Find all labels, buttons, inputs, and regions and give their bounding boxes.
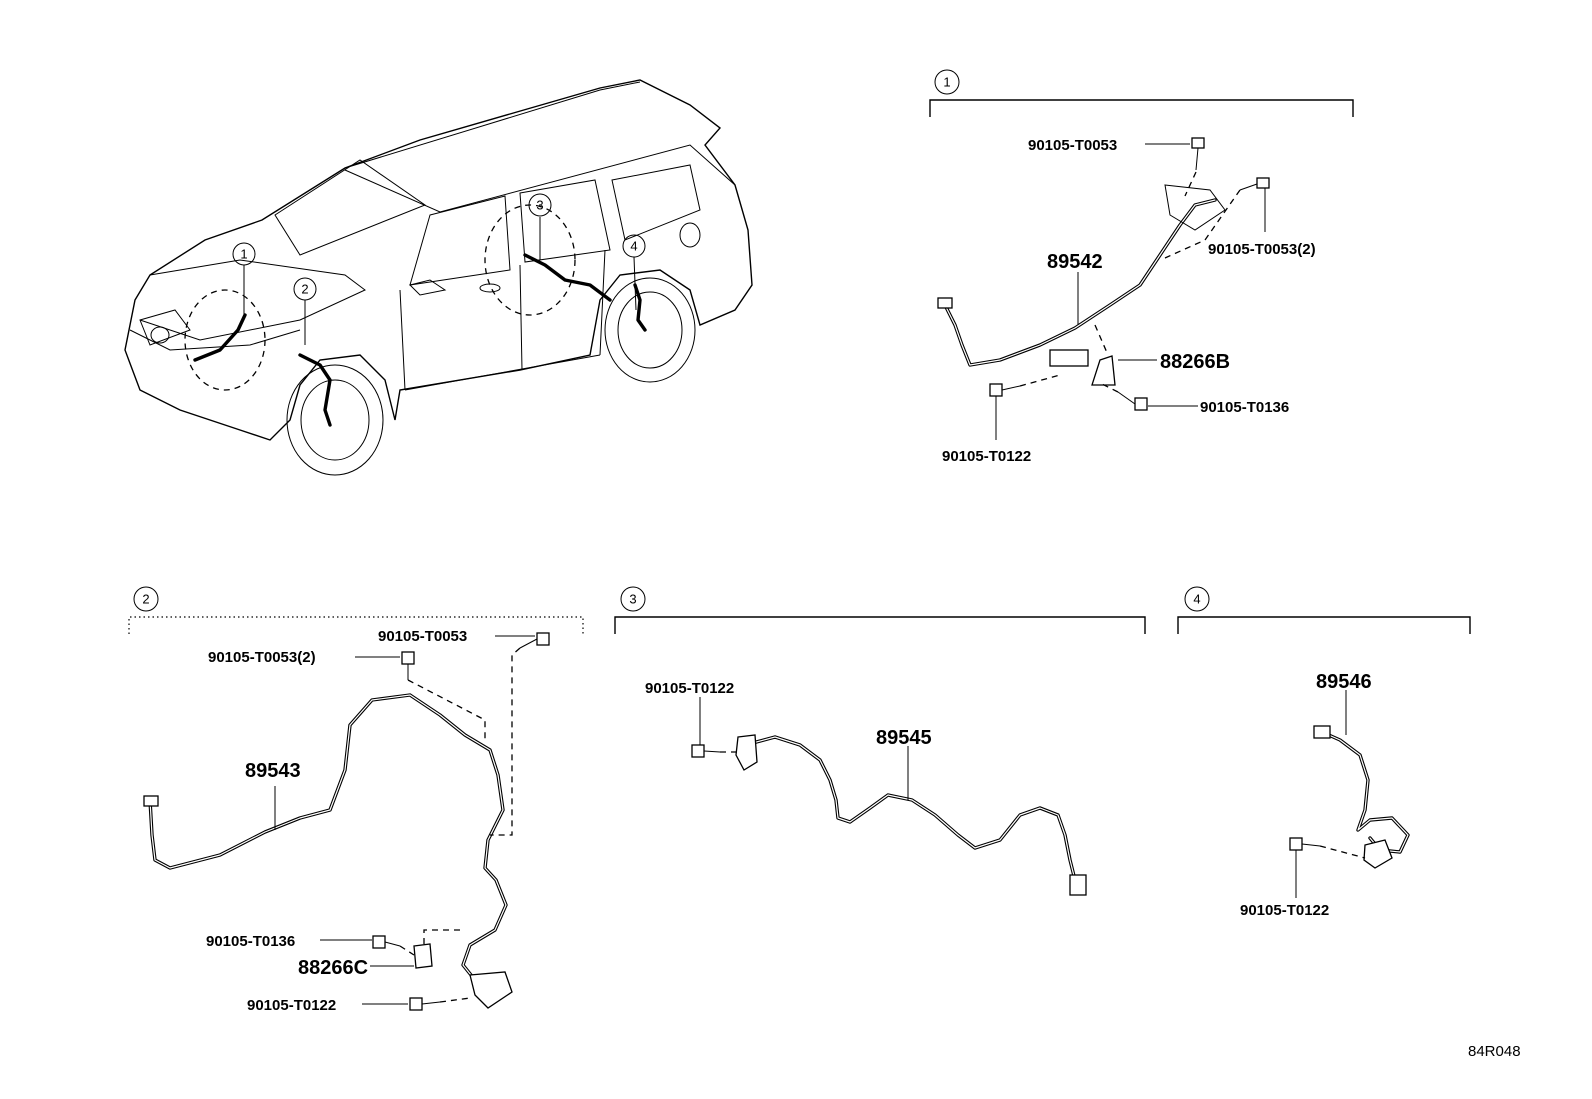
bolt-icon	[519, 632, 550, 649]
figure-code: 84R048	[1468, 1043, 1521, 1060]
callout-number: 3	[536, 198, 543, 213]
bolt-icon	[1239, 177, 1270, 191]
part-ref-90105-T0136: 90105-T0136	[206, 933, 295, 950]
sensor-body	[469, 971, 513, 1009]
bolt-icon	[989, 383, 1021, 397]
part-ref-90105-T0053: 90105-T0053	[378, 628, 467, 645]
part-ref-88266B: 88266B	[1160, 351, 1230, 373]
group-number-badge	[133, 586, 159, 612]
sensor-wire-89545	[743, 735, 1082, 892]
group-4: 4 89546 90105-T0122	[1177, 586, 1471, 919]
sensor-body	[1363, 839, 1393, 869]
overview-callout-2: 2	[293, 277, 317, 301]
bolt-icon	[1191, 137, 1205, 171]
part-ref-90105-T0122: 90105-T0122	[247, 997, 336, 1014]
group-number-badge	[1184, 586, 1210, 612]
clamp	[1049, 349, 1089, 367]
group-number: 1	[943, 75, 950, 90]
part-ref-90105-T0053-qty2: 90105-T0053(2)	[208, 649, 316, 666]
part-ref-90105-T0122: 90105-T0122	[942, 448, 1031, 465]
bolt-icon	[409, 997, 441, 1011]
bracket-88266B	[1091, 355, 1116, 386]
bolt-icon	[691, 744, 721, 758]
part-ref-89545: 89545	[876, 727, 932, 749]
vehicle-overview-illustration	[124, 79, 753, 476]
sensor-head	[937, 297, 953, 309]
part-ref-90105-T0053-qty2: 90105-T0053(2)	[1208, 241, 1316, 258]
part-ref-89542: 89542	[1047, 251, 1103, 273]
group-bracket	[929, 99, 1354, 117]
callout-number: 4	[630, 239, 637, 254]
callout-number: 2	[301, 282, 308, 297]
overview-callout-1: 1	[232, 242, 256, 266]
group-bracket	[128, 616, 584, 634]
group-bracket	[614, 616, 1146, 634]
part-ref-90105-T0053: 90105-T0053	[1028, 137, 1117, 154]
sensor-bracket	[735, 734, 758, 771]
sensor-wire-89546	[1320, 730, 1410, 854]
part-ref-89543: 89543	[245, 760, 301, 782]
bolt-icon	[372, 935, 401, 949]
callout-number: 1	[240, 247, 247, 262]
group-number: 4	[1193, 592, 1200, 607]
group-number-badge	[934, 69, 960, 95]
bracket-88266C	[413, 943, 433, 969]
bolt-icon	[1289, 837, 1321, 851]
callout-circle	[232, 242, 256, 266]
bolt-icon	[401, 651, 415, 680]
sensor-head	[143, 795, 159, 807]
part-ref-89546: 89546	[1316, 671, 1372, 693]
group-1: 1 90105-T0053 90105-T0053(2) 89542 88266…	[929, 69, 1354, 465]
sensor-wire-89542	[943, 198, 1217, 367]
part-ref-90105-T0122: 90105-T0122	[1240, 902, 1329, 919]
sensor-wire-89543	[148, 693, 508, 987]
group-number: 2	[142, 592, 149, 607]
connector	[1313, 725, 1331, 739]
group-number-badge	[620, 586, 646, 612]
bolt-icon	[1117, 391, 1148, 411]
group-number: 3	[629, 592, 636, 607]
group-2: 2 90105-T0053 90105-T0053(2) 89543 90105…	[128, 586, 584, 1014]
group-3: 3 90105-T0122 89545	[614, 586, 1146, 896]
part-ref-90105-T0122: 90105-T0122	[645, 680, 734, 697]
overview-callout-3: 3	[528, 193, 552, 217]
part-ref-88266C: 88266C	[298, 957, 368, 979]
group-bracket	[1177, 616, 1471, 634]
overview-callout-4: 4	[622, 234, 646, 258]
connector	[1069, 874, 1087, 896]
connector-bracket	[1164, 184, 1226, 231]
part-ref-90105-T0136: 90105-T0136	[1200, 399, 1289, 416]
